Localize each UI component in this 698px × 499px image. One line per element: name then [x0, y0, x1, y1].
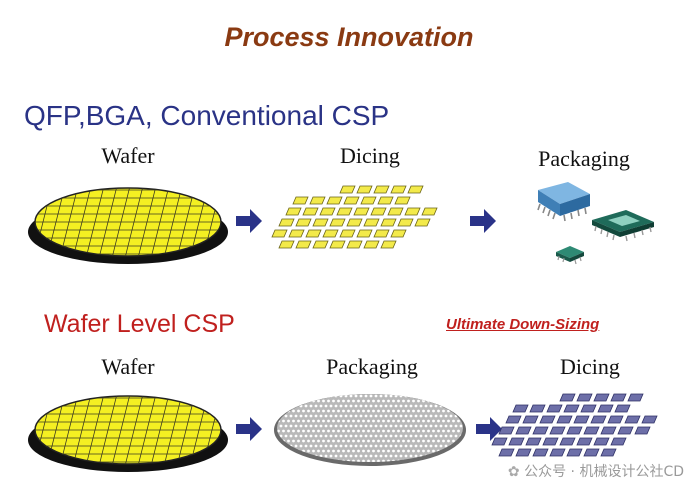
- step-label-wafer: Wafer: [101, 354, 155, 379]
- tagline: Ultimate Down-Sizing: [446, 316, 600, 333]
- arrow-right-icon: [470, 209, 496, 233]
- section-heading-wlcsp: Wafer Level CSP: [44, 310, 235, 338]
- watermark-icon: ✿: [507, 464, 525, 480]
- step-label-packaging: Packaging: [538, 146, 630, 171]
- step-label-dicing: Dicing: [340, 143, 400, 168]
- watermark: ✿ 公众号 · 机械设计公社CD: [508, 461, 684, 481]
- wafer-icon: [28, 395, 228, 472]
- diced-chips-icon: [491, 393, 658, 457]
- wafer-icon: [28, 187, 228, 264]
- bumped-wafer-icon: [274, 394, 466, 466]
- arrow-right-icon: [236, 417, 262, 441]
- packaged-chip-icon: [537, 182, 654, 265]
- step-label-wafer: Wafer: [101, 143, 155, 168]
- step-label-dicing: Dicing: [560, 354, 620, 379]
- arrow-right-icon: [476, 417, 502, 441]
- section-heading-conventional: QFP,BGA, Conventional CSP: [24, 100, 390, 131]
- arrow-right-icon: [236, 209, 262, 233]
- watermark-text: 公众号 · 机械设计公社CD: [524, 464, 684, 480]
- diced-chips-icon: [271, 185, 438, 249]
- step-label-packaging: Packaging: [326, 354, 418, 379]
- page-title: Process Innovation: [224, 22, 474, 52]
